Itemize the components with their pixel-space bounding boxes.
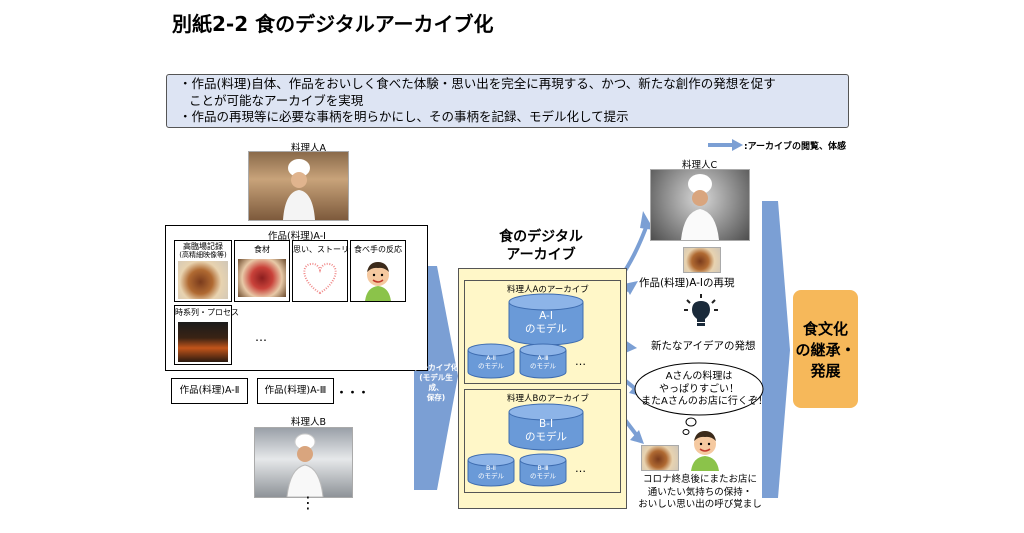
outcome-reproduce: 作品(料理)A-Ⅰの再現	[639, 277, 735, 289]
chef-a-label: 料理人A	[291, 143, 326, 154]
model-b2-label: B-Ⅱ のモデル	[468, 464, 514, 480]
model-b3-line2: のモデル	[530, 472, 556, 480]
reproduced-dish-photo	[683, 247, 721, 273]
archive-title-line1: 食のデジタル	[499, 229, 583, 245]
archive-a-cylinders	[467, 293, 584, 379]
item-hd-record: 高臨場記録 (高精細映像等)	[174, 240, 232, 302]
bubble-text: Aさんの料理は やっぱりすごい！ またAさんのお店に行くぞ！	[641, 371, 768, 409]
bubble-line3: またAさんのお店に行くぞ！	[641, 396, 768, 407]
model-a3-label: A-Ⅲ のモデル	[520, 354, 566, 370]
cylinder-b3-icon	[519, 453, 567, 487]
cylinder-a2-icon	[467, 343, 515, 379]
item-reaction-label: 食べ手の反応	[354, 245, 402, 254]
works-more: ・・・	[336, 386, 369, 399]
model-a3-line2: のモデル	[530, 362, 556, 370]
archive-b-cylinders	[467, 403, 584, 487]
ingredients-photo	[238, 259, 286, 297]
bubble-line1: Aさんの料理は	[665, 371, 733, 382]
item-ingredients-label: 食材	[254, 245, 270, 254]
model-a3-line1: A-Ⅲ	[537, 354, 549, 362]
model-b3-line1: B-Ⅲ	[537, 464, 549, 472]
model-b1-label: B-Ⅰ のモデル	[509, 418, 583, 444]
model-b1-line1: B-Ⅰ	[538, 418, 554, 430]
archive-arrow-line1: アーカイブ化	[413, 363, 459, 372]
archive-a-more: …	[575, 355, 586, 368]
model-a1-line1: A-Ⅰ	[539, 310, 553, 322]
grill-photo	[178, 322, 228, 362]
chef-b-figure-icon	[286, 433, 324, 498]
goal-line3: 発展	[810, 362, 841, 380]
item-process: 時系列・プロセス	[174, 305, 239, 365]
goal-line2: の継承・	[795, 341, 856, 359]
outcome-new-idea: 新たなアイデアの発想	[651, 340, 756, 352]
item-process-label: 時系列・プロセス	[175, 308, 239, 317]
model-a2-line1: A-Ⅱ	[486, 354, 496, 362]
item-story-label: 思い、ストーリー	[293, 245, 357, 254]
chef-c-figure-icon	[681, 174, 719, 240]
work-a1-label: 作品(料理)A-Ⅰ	[268, 231, 326, 242]
archive-b-label: 料理人Bのアーカイブ	[507, 394, 589, 404]
items-more: …	[255, 330, 267, 344]
item-reaction: 食べ手の反応	[350, 240, 406, 302]
lightbulb-icon	[684, 294, 718, 326]
chef-a-figure-icon	[283, 159, 315, 220]
model-a1-label: A-Ⅰ のモデル	[509, 310, 583, 336]
chef-c-photo	[650, 169, 750, 241]
summary-box: ・作品(料理)自体、作品をおいしく食べた体験・思い出を完全に再現する、かつ、新た…	[166, 74, 849, 128]
archive-arrow-line2: (モデル生成、	[419, 373, 453, 392]
model-b1-line2: のモデル	[525, 431, 567, 443]
model-a2-label: A-Ⅱ のモデル	[468, 354, 514, 370]
consumer-dish-photo	[641, 445, 679, 471]
consumer-line3: おいしい思い出の呼び覚まし	[638, 499, 762, 510]
chef-a-photo	[248, 151, 349, 221]
legend: :アーカイブの閲覧、体感	[706, 138, 846, 152]
legend-label: :アーカイブの閲覧、体感	[744, 141, 847, 152]
legend-arrow-icon	[708, 139, 743, 151]
model-a2-line2: のモデル	[478, 362, 504, 370]
item-story: 思い、ストーリー	[292, 240, 357, 302]
chef-b-label: 料理人B	[291, 417, 327, 428]
cylinder-a1-icon	[508, 293, 584, 346]
model-a1-line2: のモデル	[525, 323, 567, 335]
work-a3-box: 作品(料理)A-Ⅲ	[257, 378, 334, 404]
archive-b-more: …	[575, 462, 586, 475]
chef-c-label: 料理人C	[682, 160, 718, 171]
archive-arrow-label: アーカイブ化 (モデル生成、 保存)	[413, 363, 459, 403]
more-chefs-dots: ⋮	[300, 493, 316, 512]
dish-photo	[178, 261, 228, 299]
work-a2-box: 作品(料理)A-Ⅱ	[171, 378, 248, 404]
consumer-text: コロナ終息後にまたお店に 通いたい気持ちの保持・ おいしい思い出の呼び覚まし	[638, 474, 762, 512]
archive-title-line2: アーカイブ	[506, 247, 576, 263]
summary-line-3: ・作品の再現等に必要な事柄を明らかにし、その事柄を記録、モデル化して提示	[179, 109, 629, 124]
bubble-line2: やっぱりすごい！	[659, 383, 739, 395]
goal-big-arrow	[762, 201, 790, 498]
thought-bubble-icon	[634, 362, 764, 435]
archive-title: 食のデジタル アーカイブ	[496, 228, 586, 264]
summary-line-1: ・作品(料理)自体、作品をおいしく食べた体験・思い出を完全に再現する、かつ、新た…	[179, 76, 776, 91]
model-b2-line1: B-Ⅱ	[485, 464, 496, 472]
summary-line-2: ことが可能なアーカイブを実現	[189, 92, 364, 108]
happy-person-icon	[691, 431, 719, 471]
consumer-line1: コロナ終息後にまたお店に	[642, 474, 757, 485]
item-hd-sub: (高精細映像等)	[179, 251, 227, 259]
cylinder-b1-icon	[508, 403, 584, 451]
consumer-line2: 通いたい気持ちの保持・	[647, 486, 753, 498]
page-title: 別紙2-2 食のデジタルアーカイブ化	[172, 12, 494, 36]
goal-box: 食文化 の継承・ 発展	[793, 290, 858, 408]
archive-a-label: 料理人Aのアーカイブ	[507, 285, 589, 295]
heart-icon	[303, 262, 337, 295]
item-ingredients: 食材	[234, 240, 290, 302]
cylinder-a3-icon	[519, 343, 567, 379]
smiling-person-icon	[365, 262, 391, 301]
item-hd-label: 高臨場記録	[183, 242, 223, 251]
archive-arrow-line3: 保存)	[426, 393, 446, 402]
chef-b-photo	[254, 427, 353, 498]
goal-line1: 食文化	[802, 320, 848, 338]
model-b2-line2: のモデル	[478, 472, 504, 480]
model-b3-label: B-Ⅲ のモデル	[520, 464, 566, 480]
cylinder-b2-icon	[467, 453, 515, 487]
